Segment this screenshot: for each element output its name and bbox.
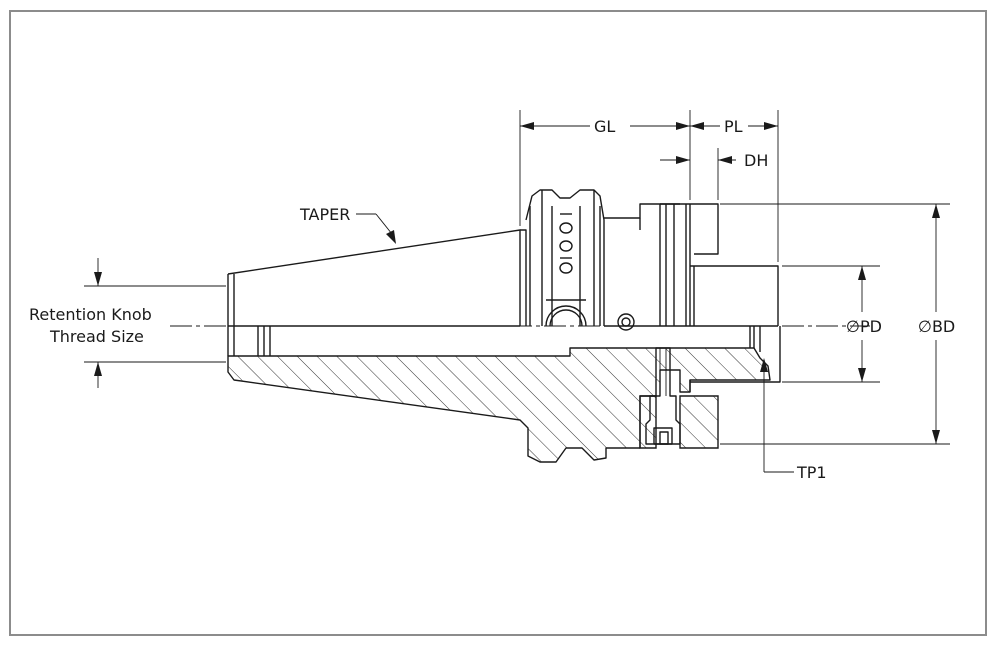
- retention-knob-dimension: [84, 258, 226, 388]
- gl-pl-dimension: [519, 110, 779, 262]
- tp1-leader: [760, 358, 794, 473]
- pd-label: ∅PD: [846, 317, 882, 336]
- retention-knob-label: Retention Knob: [29, 305, 152, 324]
- pl-label: PL: [724, 117, 743, 136]
- thread-size-label: Thread Size: [49, 327, 144, 346]
- dh-dimension: [660, 148, 736, 200]
- dh-label: DH: [744, 151, 768, 170]
- bd-dimension: [720, 203, 950, 445]
- bd-label: ∅BD: [918, 317, 955, 336]
- section-hatch: [227, 347, 771, 463]
- gl-label: GL: [594, 117, 615, 136]
- taper-leader: [356, 213, 396, 244]
- tp1-label: TP1: [796, 463, 827, 482]
- pd-dimension: [782, 265, 880, 383]
- stop-screw: [645, 347, 681, 445]
- taper-label: TAPER: [299, 205, 350, 224]
- drawing-frame: [9, 10, 987, 636]
